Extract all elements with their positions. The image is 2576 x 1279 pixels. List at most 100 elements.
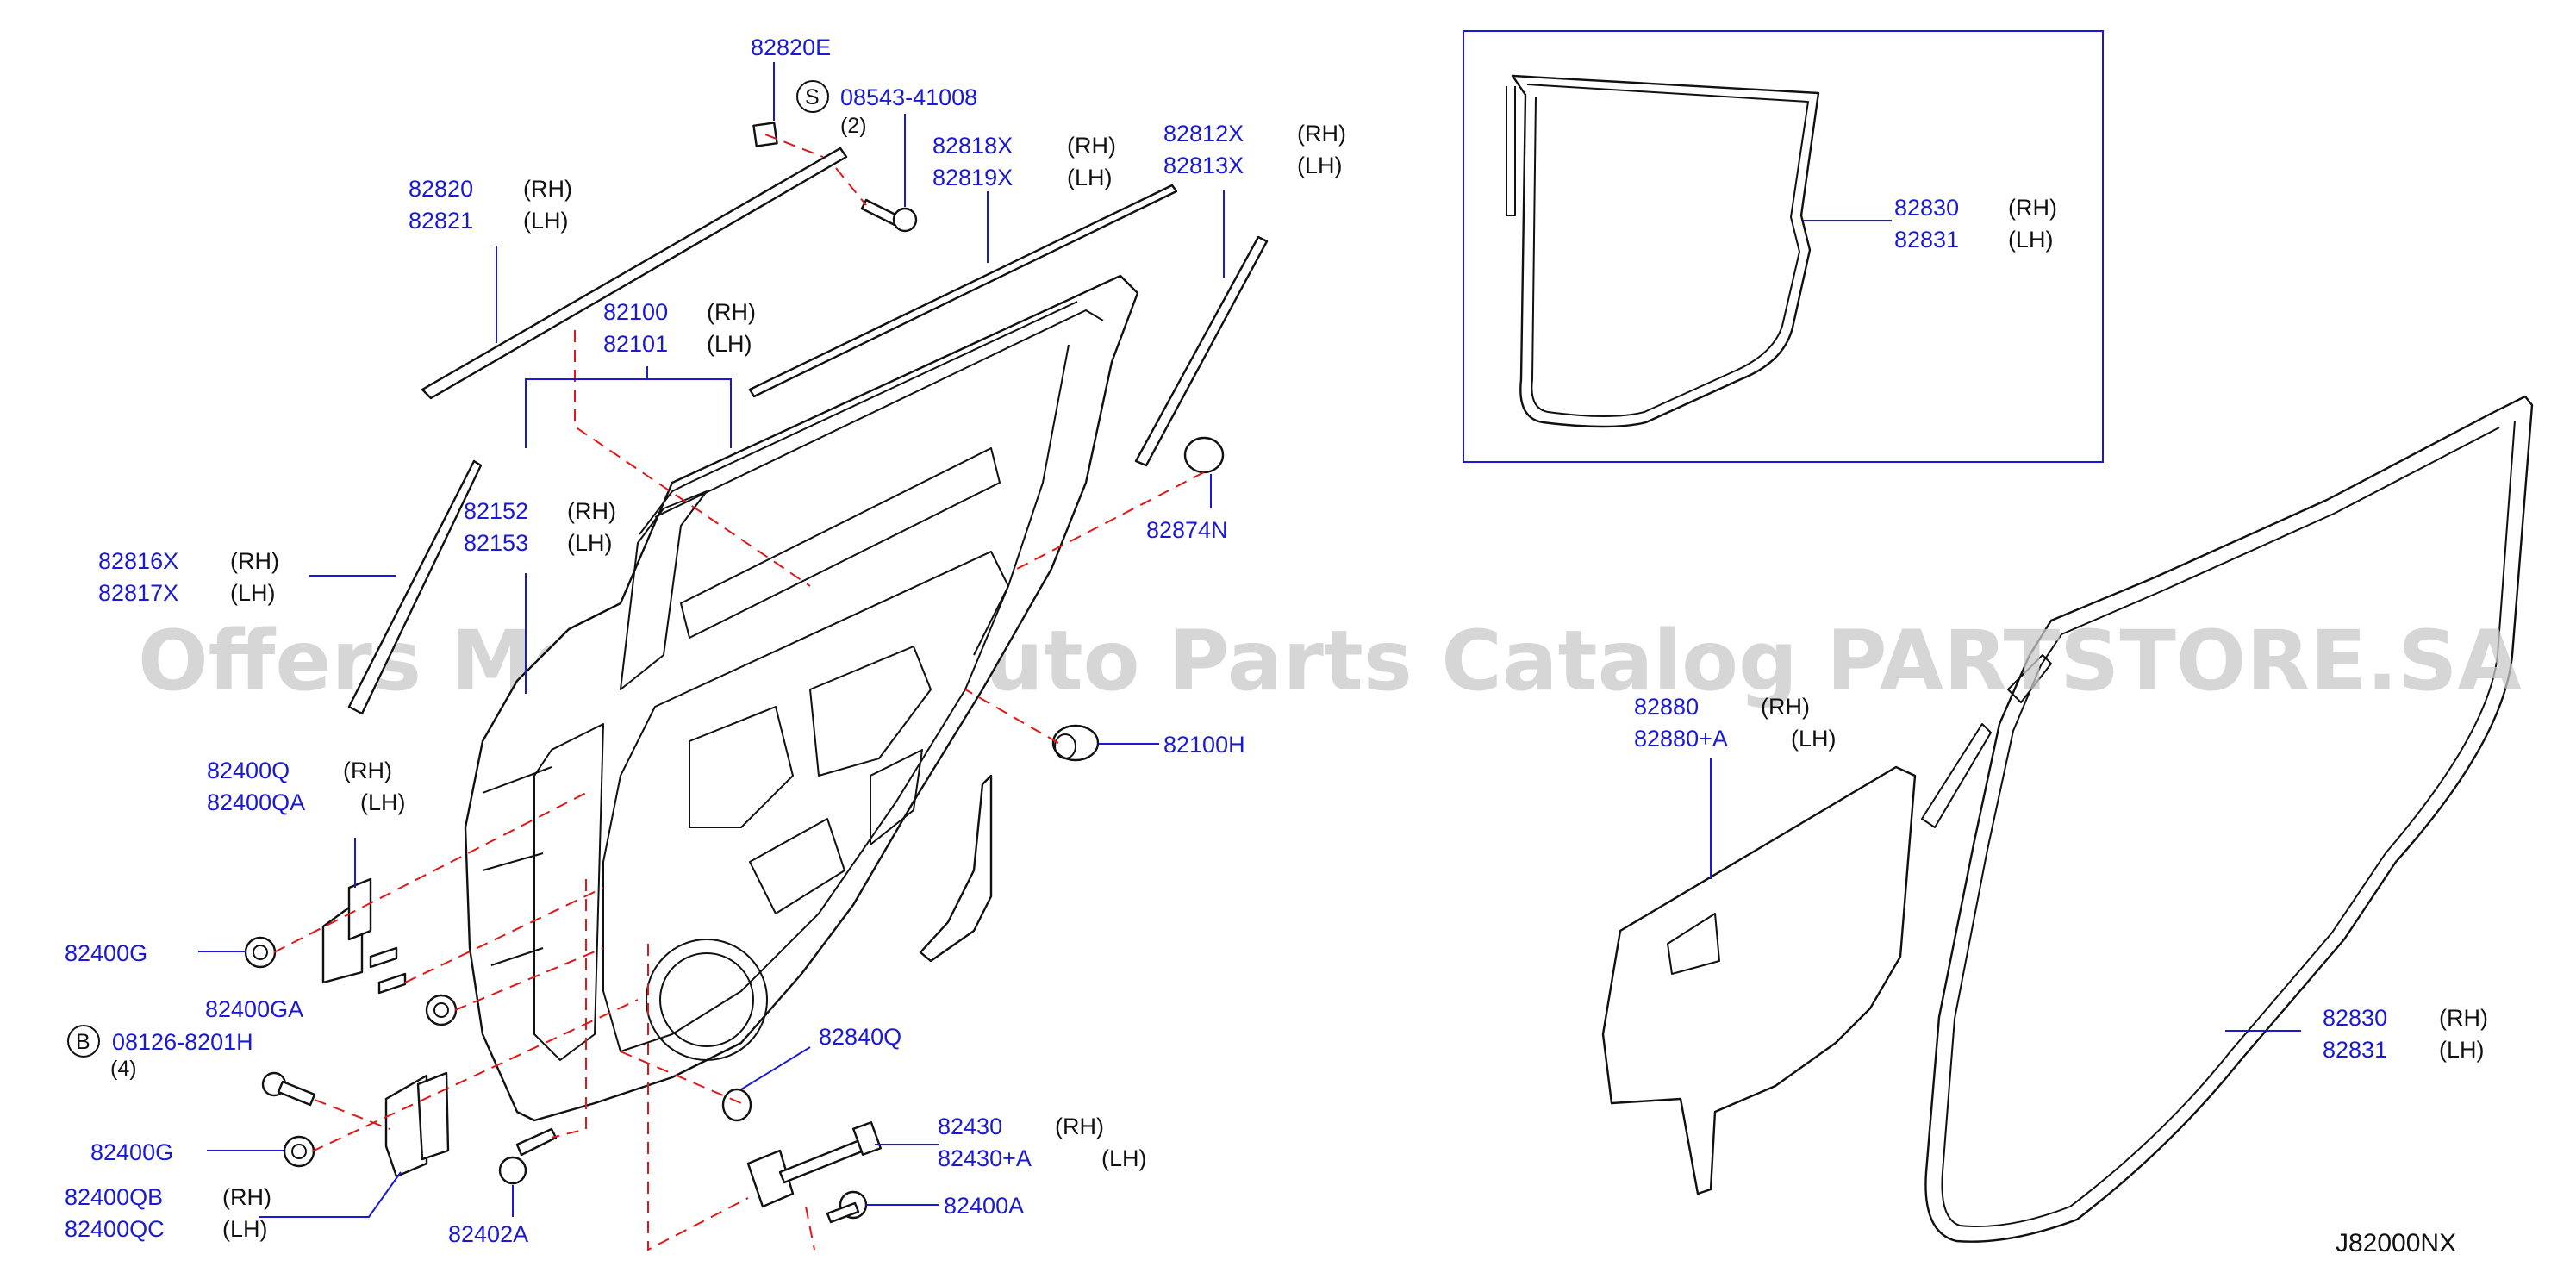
bolt-82400A <box>826 1190 868 1224</box>
access-hole-c <box>870 749 923 845</box>
door-frame-upper <box>654 309 1104 518</box>
assembly-dashed-lines <box>273 134 1205 1251</box>
symbol-b: B <box>76 1030 90 1054</box>
label-82812X: 82812X <box>1163 121 1244 147</box>
side-82820: (RH) <box>523 176 572 202</box>
door-outer-skin <box>464 274 1139 1122</box>
label-82880: 82880 <box>1634 694 1699 720</box>
side-82153: (LH) <box>567 530 613 556</box>
label-82818X: 82818X <box>932 133 1013 159</box>
screw-08543-41008 <box>860 198 918 233</box>
sealing-screen-82880 <box>1601 765 1917 1195</box>
weatherstrip-outer <box>1924 395 2534 1243</box>
hinge-lower-82400QB <box>384 1071 450 1178</box>
bolt-08126-8201H <box>261 1071 316 1107</box>
label-82830: 82830 <box>2323 1005 2387 1031</box>
inset-frame <box>1463 30 2104 463</box>
inset-seal-outer <box>1511 74 1820 428</box>
side-82880A: (LH) <box>1791 726 1837 752</box>
inset-weatherstrip-detail <box>1463 30 2104 463</box>
door-edge-lines <box>482 766 552 966</box>
label-82402A: 82402A <box>448 1221 528 1247</box>
label-08543-41008: 08543-41008 <box>840 84 977 110</box>
label-82100H: 82100H <box>1163 732 1245 758</box>
access-hole-b <box>809 646 932 777</box>
symbol-s-circle <box>796 80 829 113</box>
label-82101: 82101 <box>603 331 668 357</box>
nut-82400G-lower <box>283 1135 315 1168</box>
label-82152: 82152 <box>464 498 528 524</box>
door-frame-top-edge <box>639 301 1078 535</box>
label-82400GA: 82400GA <box>205 996 303 1022</box>
label-82400A: 82400A <box>944 1193 1024 1219</box>
door-belt-reinforce <box>680 447 1001 639</box>
nut-82400G-upper <box>244 936 277 969</box>
label-82840Q: 82840Q <box>819 1024 901 1050</box>
watermark: Offers Merchant Auto Parts Catalog PARTS… <box>138 613 2522 709</box>
sash-82816X <box>347 459 483 715</box>
side-82821: (LH) <box>523 208 569 234</box>
side-82400QC: (LH) <box>222 1216 268 1242</box>
lower-filler-panel <box>919 774 993 963</box>
label-82400QB: 82400QB <box>65 1184 163 1210</box>
label-82430A: 82430+A <box>938 1145 1032 1171</box>
door-frame-c-pillar <box>973 344 1070 656</box>
door-edge-lock-face <box>533 723 604 1061</box>
qty-4: (4) <box>110 1057 137 1081</box>
label-82430: 82430 <box>938 1114 1002 1139</box>
screen-sheet <box>1601 765 1917 1195</box>
moulding-82820 <box>421 147 848 400</box>
hinge-upper-82400Q <box>321 877 407 995</box>
weatherstrip-inner <box>1941 420 2516 1228</box>
plug-82840Q <box>721 1088 752 1122</box>
check-link-82430 <box>746 1121 883 1208</box>
side-82880: (RH) <box>1761 694 1810 720</box>
inset-seal-tail <box>1506 86 1516 216</box>
access-hole-d <box>749 818 845 914</box>
label-82153: 82153 <box>464 530 528 556</box>
symbol-s: S <box>805 85 820 109</box>
label-82831: 82831 <box>2323 1037 2387 1063</box>
label-82816X: 82816X <box>98 548 178 574</box>
side-82817X: (LH) <box>230 580 276 606</box>
grommet-82874N <box>1183 436 1225 474</box>
leader-lines <box>198 62 2301 1218</box>
side-82430: (RH) <box>1055 1114 1104 1139</box>
side-82813X: (LH) <box>1297 153 1343 178</box>
side-82100: (RH) <box>707 299 756 325</box>
screen-window <box>1667 913 1720 975</box>
side-82830-inset: (RH) <box>2008 195 2057 221</box>
inset-seal-inner <box>1526 84 1809 417</box>
callout-labels: 82820E S 08543-41008 (2) 82820 (RH) 8282… <box>65 34 2488 1257</box>
diagram-code: J82000NX <box>2336 1229 2456 1257</box>
label-82820E: 82820E <box>751 34 831 60</box>
label-08126-8201H: 08126-8201H <box>112 1029 253 1055</box>
label-82880A: 82880+A <box>1634 726 1728 752</box>
access-hole-a <box>689 706 794 828</box>
side-82818X: (RH) <box>1067 133 1116 159</box>
symbol-b-circle <box>67 1025 100 1058</box>
label-82400Q: 82400Q <box>207 758 290 783</box>
door-frame-b-pillar <box>620 490 708 690</box>
label-82820: 82820 <box>409 176 473 202</box>
side-82400QA: (LH) <box>360 789 406 815</box>
bumper-82100H <box>1051 724 1100 762</box>
seal-82818X <box>748 184 1178 398</box>
label-82874N: 82874N <box>1146 517 1228 543</box>
label-82819X: 82819X <box>932 165 1013 190</box>
rear-door-panel-82100 <box>464 274 1139 1122</box>
label-82400QC: 82400QC <box>65 1216 165 1242</box>
label-82831-inset: 82831 <box>1894 227 1959 253</box>
side-82831: (LH) <box>2439 1037 2485 1063</box>
label-82821: 82821 <box>409 208 473 234</box>
nut-82400GA <box>425 994 458 1026</box>
side-82101: (LH) <box>707 331 752 357</box>
label-82400G-upper: 82400G <box>65 940 147 966</box>
side-82400Q: (RH) <box>343 758 392 783</box>
side-82430A: (LH) <box>1101 1145 1147 1171</box>
side-82830: (RH) <box>2439 1005 2488 1031</box>
label-82817X: 82817X <box>98 580 178 606</box>
door-weatherstrip-82830 <box>1921 395 2534 1243</box>
